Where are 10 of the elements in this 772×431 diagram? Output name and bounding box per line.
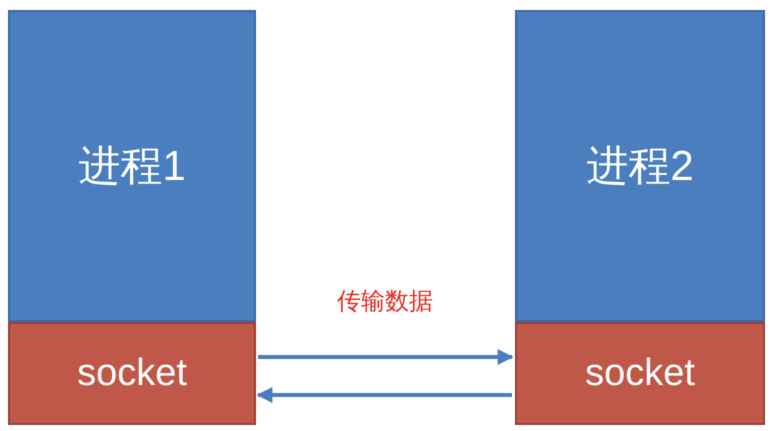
node-label: socket bbox=[585, 352, 695, 395]
socket-box bbox=[8, 322, 256, 425]
process-box bbox=[8, 10, 256, 322]
node-label: socket bbox=[77, 352, 187, 395]
arrow bbox=[256, 387, 512, 403]
process-box bbox=[515, 10, 765, 322]
socket-box bbox=[515, 322, 765, 425]
node-label: 进程2 bbox=[586, 141, 694, 191]
node-label: 进程1 bbox=[78, 141, 186, 191]
arrow bbox=[258, 349, 514, 365]
